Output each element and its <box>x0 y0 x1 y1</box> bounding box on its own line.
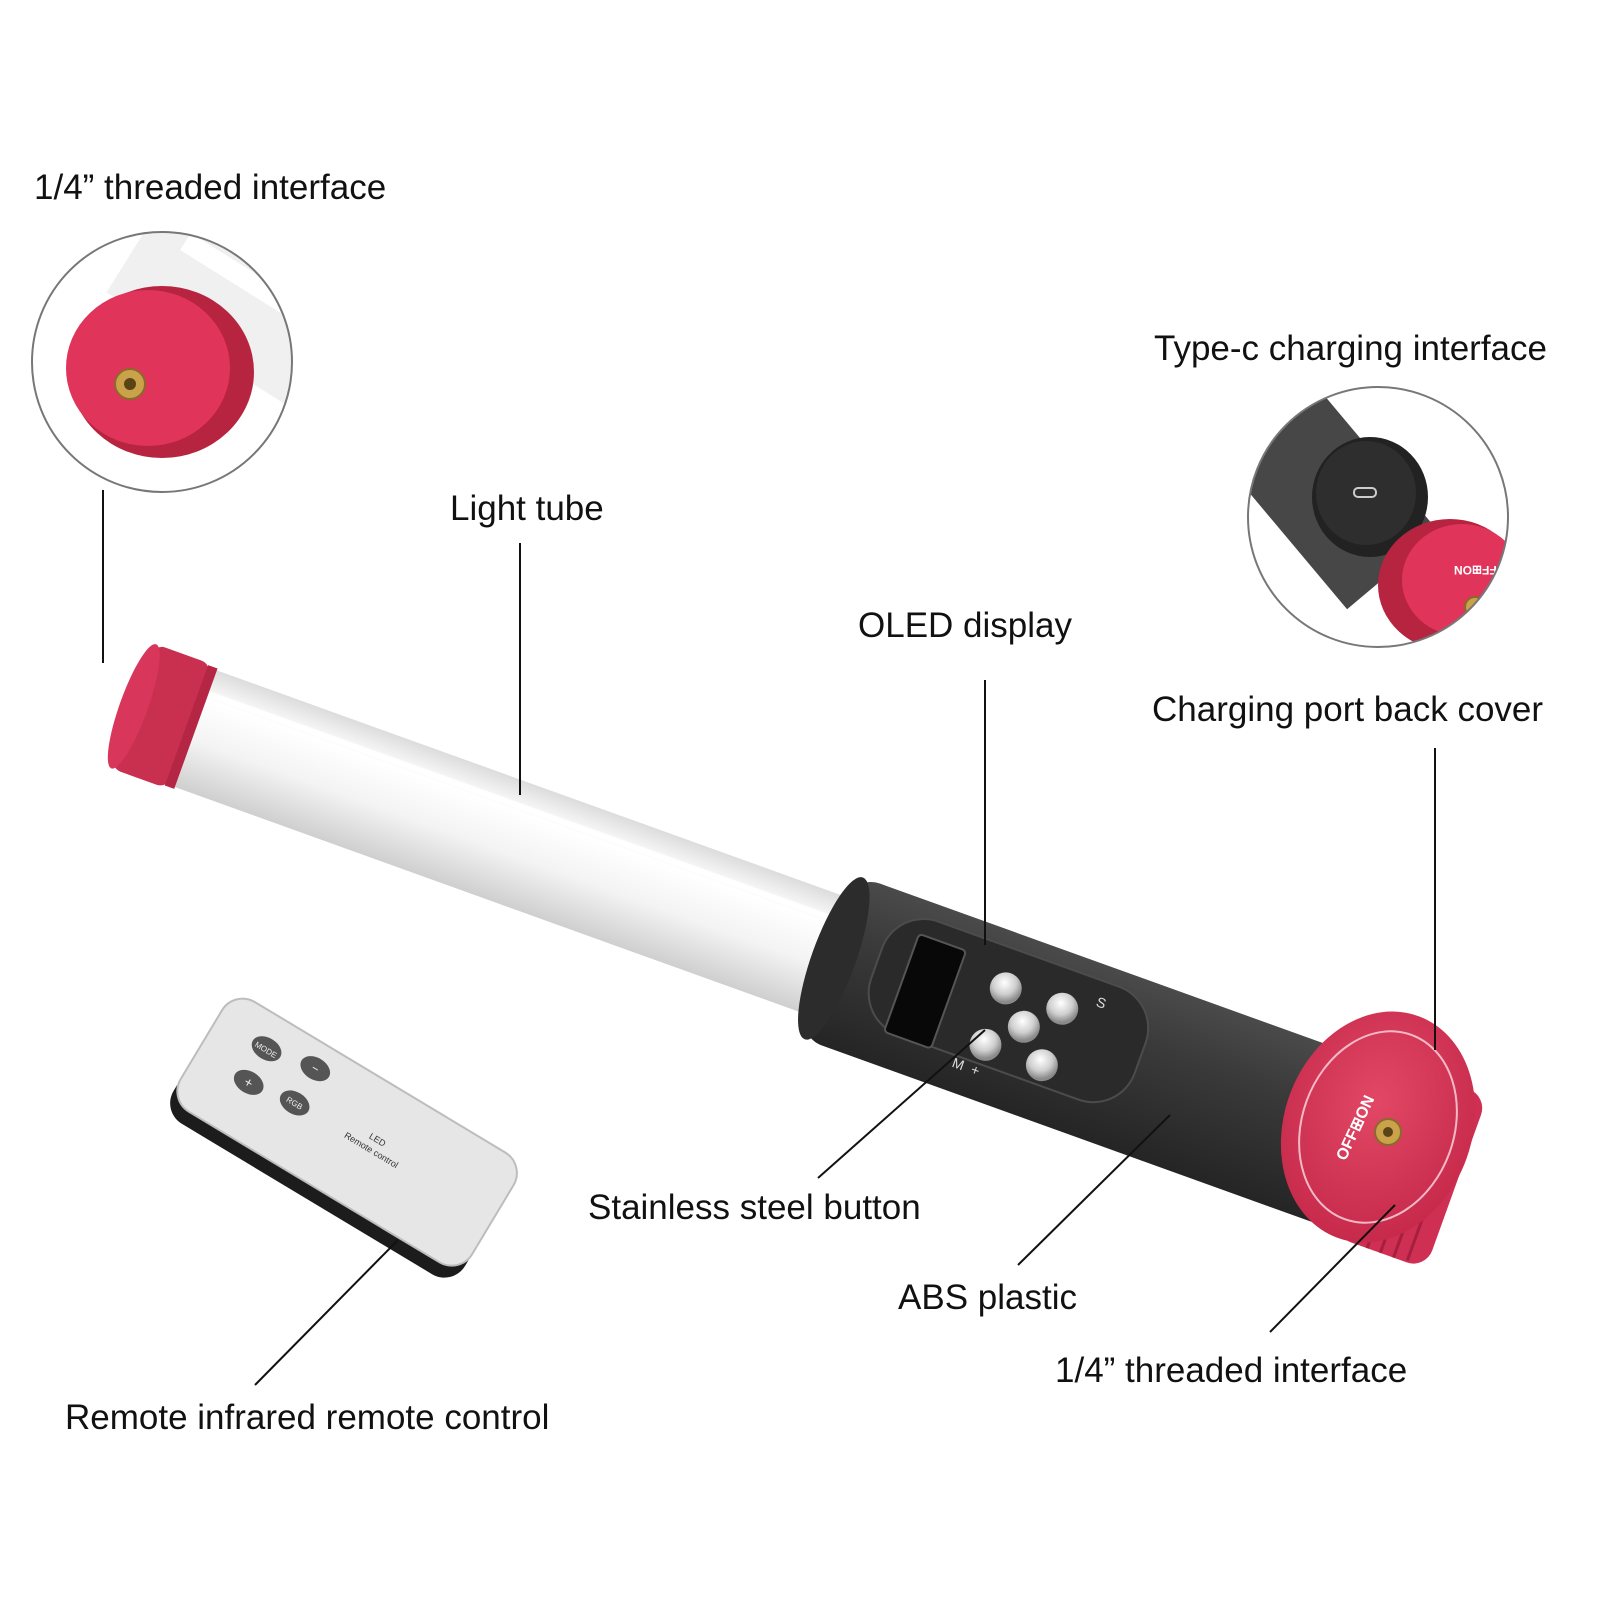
leader-button <box>817 1029 986 1179</box>
light-stick: S M + <box>107 644 1483 1264</box>
panel-button <box>1046 992 1079 1025</box>
panel-glyph: M <box>950 1054 966 1073</box>
remote-button-rgb <box>279 1090 310 1116</box>
top-cap <box>112 646 210 786</box>
label-type-c: Type-c charging interface <box>1154 329 1547 368</box>
leader-abs <box>1017 1114 1171 1266</box>
bottom-cap-face: OFF⊞ON <box>1280 1011 1476 1243</box>
label-light-tube: Light tube <box>450 489 604 528</box>
panel-button <box>1007 1010 1040 1043</box>
remote-button-mode <box>251 1036 282 1062</box>
remote-button-minus <box>300 1056 331 1082</box>
label-button: Stainless steel button <box>588 1188 921 1227</box>
remote-button-plus <box>233 1069 264 1095</box>
label-oled: OLED display <box>858 606 1072 645</box>
leader-lines <box>102 490 1436 1386</box>
remote-control: MODE − + RGB LED Remote control <box>170 997 518 1278</box>
svg-text:OFF⊞ON: OFF⊞ON <box>1454 563 1506 577</box>
label-threaded-top: 1/4” threaded interface <box>34 168 387 207</box>
light-tube <box>146 660 867 1021</box>
detail-threaded-top <box>31 231 293 493</box>
oled-display <box>884 933 967 1049</box>
panel-button <box>989 972 1022 1005</box>
label-threaded-bottom: 1/4” threaded interface <box>1055 1351 1408 1390</box>
detail-type-c: OFF⊞ON <box>1247 386 1509 648</box>
usb-c-port-icon <box>1353 487 1377 498</box>
panel-button <box>1025 1049 1058 1082</box>
leader-threaded-bottom <box>1269 1204 1396 1333</box>
label-abs: ABS plastic <box>898 1278 1077 1317</box>
label-remote: Remote infrared remote control <box>65 1398 550 1437</box>
label-back-cover: Charging port back cover <box>1152 690 1544 729</box>
leader-remote <box>254 1239 399 1386</box>
